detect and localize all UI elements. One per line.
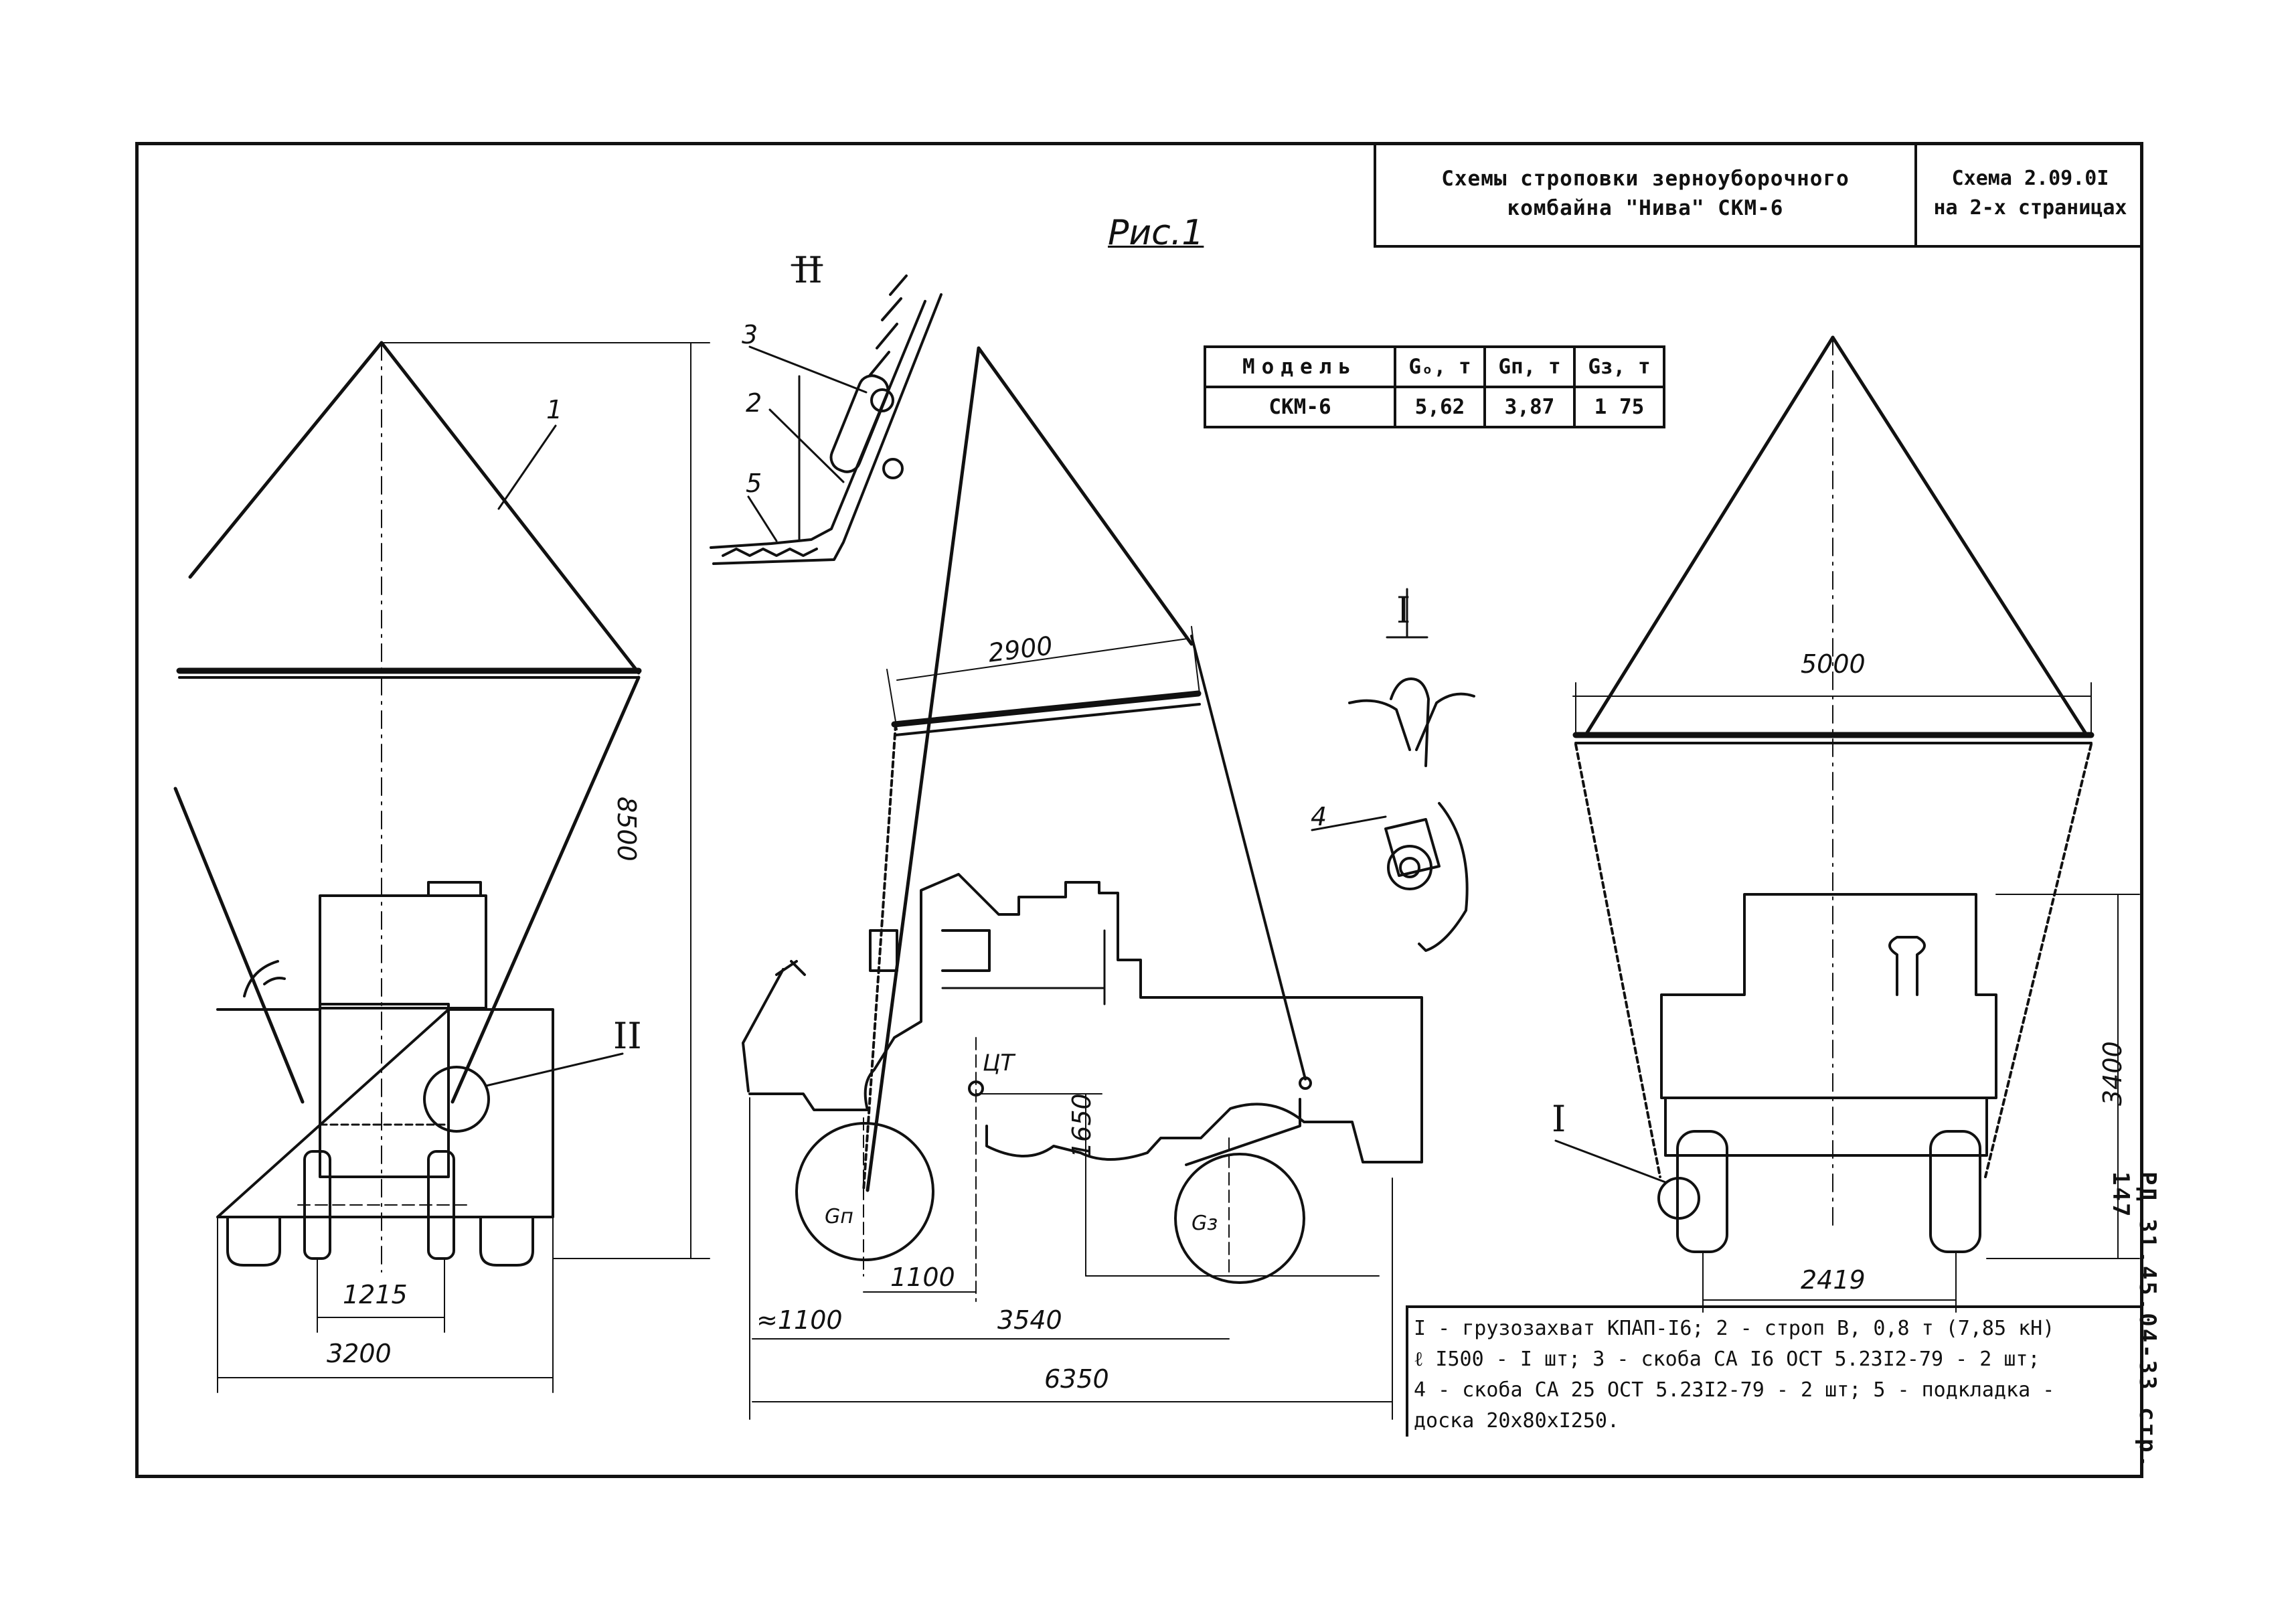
table-cell-rear: 1 75 <box>1573 386 1665 428</box>
weight-table: Модель Gₒ, т Gп, т Gз, т СКМ-6 5,62 3,87… <box>1204 345 1665 428</box>
legend-line: 4 - скоба СА 25 ОСТ 5.23I2-79 - 2 шт; 5 … <box>1414 1378 2055 1402</box>
callout-pad: 5 <box>746 469 762 498</box>
table-header-total: Gₒ, т <box>1394 345 1486 388</box>
callout-detail-one-title: I <box>1396 589 1411 631</box>
drawing-title: Схемы строповки зерноуборочного комбайна… <box>1441 167 1850 220</box>
table-cell-total: 5,62 <box>1394 386 1486 428</box>
callout-front-load: Gп <box>825 1205 853 1228</box>
table-header-front: Gп, т <box>1483 345 1576 388</box>
callout-detail-two: II <box>613 1015 642 1057</box>
front-view <box>173 341 710 1393</box>
callout-shackle-small: 3 <box>742 320 758 349</box>
dim-rear-height: 3400 <box>2098 1041 2127 1106</box>
rear-view <box>1554 335 2140 1313</box>
legend-notes: I - грузозахват КПАП-I6; 2 - строп В, 0,… <box>1406 1305 2142 1437</box>
figure-title: Рис.1 <box>1108 213 1204 253</box>
sheet-frame <box>135 142 2143 1478</box>
table-header-row: Модель Gₒ, т Gп, т Gз, т <box>1204 345 1665 388</box>
detail-two <box>710 264 942 565</box>
dim-rear-track: 2419 <box>1801 1265 1866 1295</box>
table-cell-front: 3,87 <box>1483 386 1576 428</box>
dim-rear-spreader: 5000 <box>1801 649 1866 679</box>
dim-side-length: 6350 <box>1044 1364 1109 1394</box>
scheme-number: Схема 2.09.0I на 2-х страницах <box>1933 167 2127 220</box>
dim-front-width: 3200 <box>327 1339 392 1368</box>
callout-detail-one: I <box>1552 1098 1566 1140</box>
callout-shackle-large: 4 <box>1311 802 1327 831</box>
side-view <box>742 346 1423 1420</box>
title-block: Схемы строповки зерноуборочного комбайна… <box>1374 142 2143 248</box>
dim-side-overhang: ≈1100 <box>756 1305 843 1335</box>
legend-line: I - грузозахват КПАП-I6; 2 - строп В, 0,… <box>1414 1317 2055 1340</box>
dim-front-track: 1215 <box>343 1280 408 1309</box>
table-header-rear: Gз, т <box>1573 345 1665 388</box>
dim-side-wheelbase: 3540 <box>997 1305 1062 1335</box>
callout-sling: 1 <box>546 395 563 424</box>
legend-line: ℓ I500 - I шт; 3 - скоба СА I6 ОСТ 5.23I… <box>1414 1348 2040 1371</box>
dim-side-cg-height: 1650 <box>1067 1093 1096 1158</box>
detail-one <box>1311 588 1475 952</box>
callout-detail-two-title: II <box>794 249 823 291</box>
table-row: СКМ-6 5,62 3,87 1 75 <box>1204 386 1665 428</box>
table-header-model: Модель <box>1204 345 1396 388</box>
table-cell-model: СКМ-6 <box>1204 386 1396 428</box>
callout-rear-load: Gз <box>1192 1212 1218 1235</box>
dim-side-cg-offset: 1100 <box>890 1263 955 1292</box>
callout-strop: 2 <box>746 388 762 418</box>
dim-front-height: 8500 <box>612 797 641 862</box>
document-code: РД 31.45.04-33 стр. 147 <box>2107 1171 2161 1470</box>
callout-cg: ЦТ <box>983 1050 1015 1076</box>
legend-line: доска 20х80хI250. <box>1414 1409 1620 1433</box>
